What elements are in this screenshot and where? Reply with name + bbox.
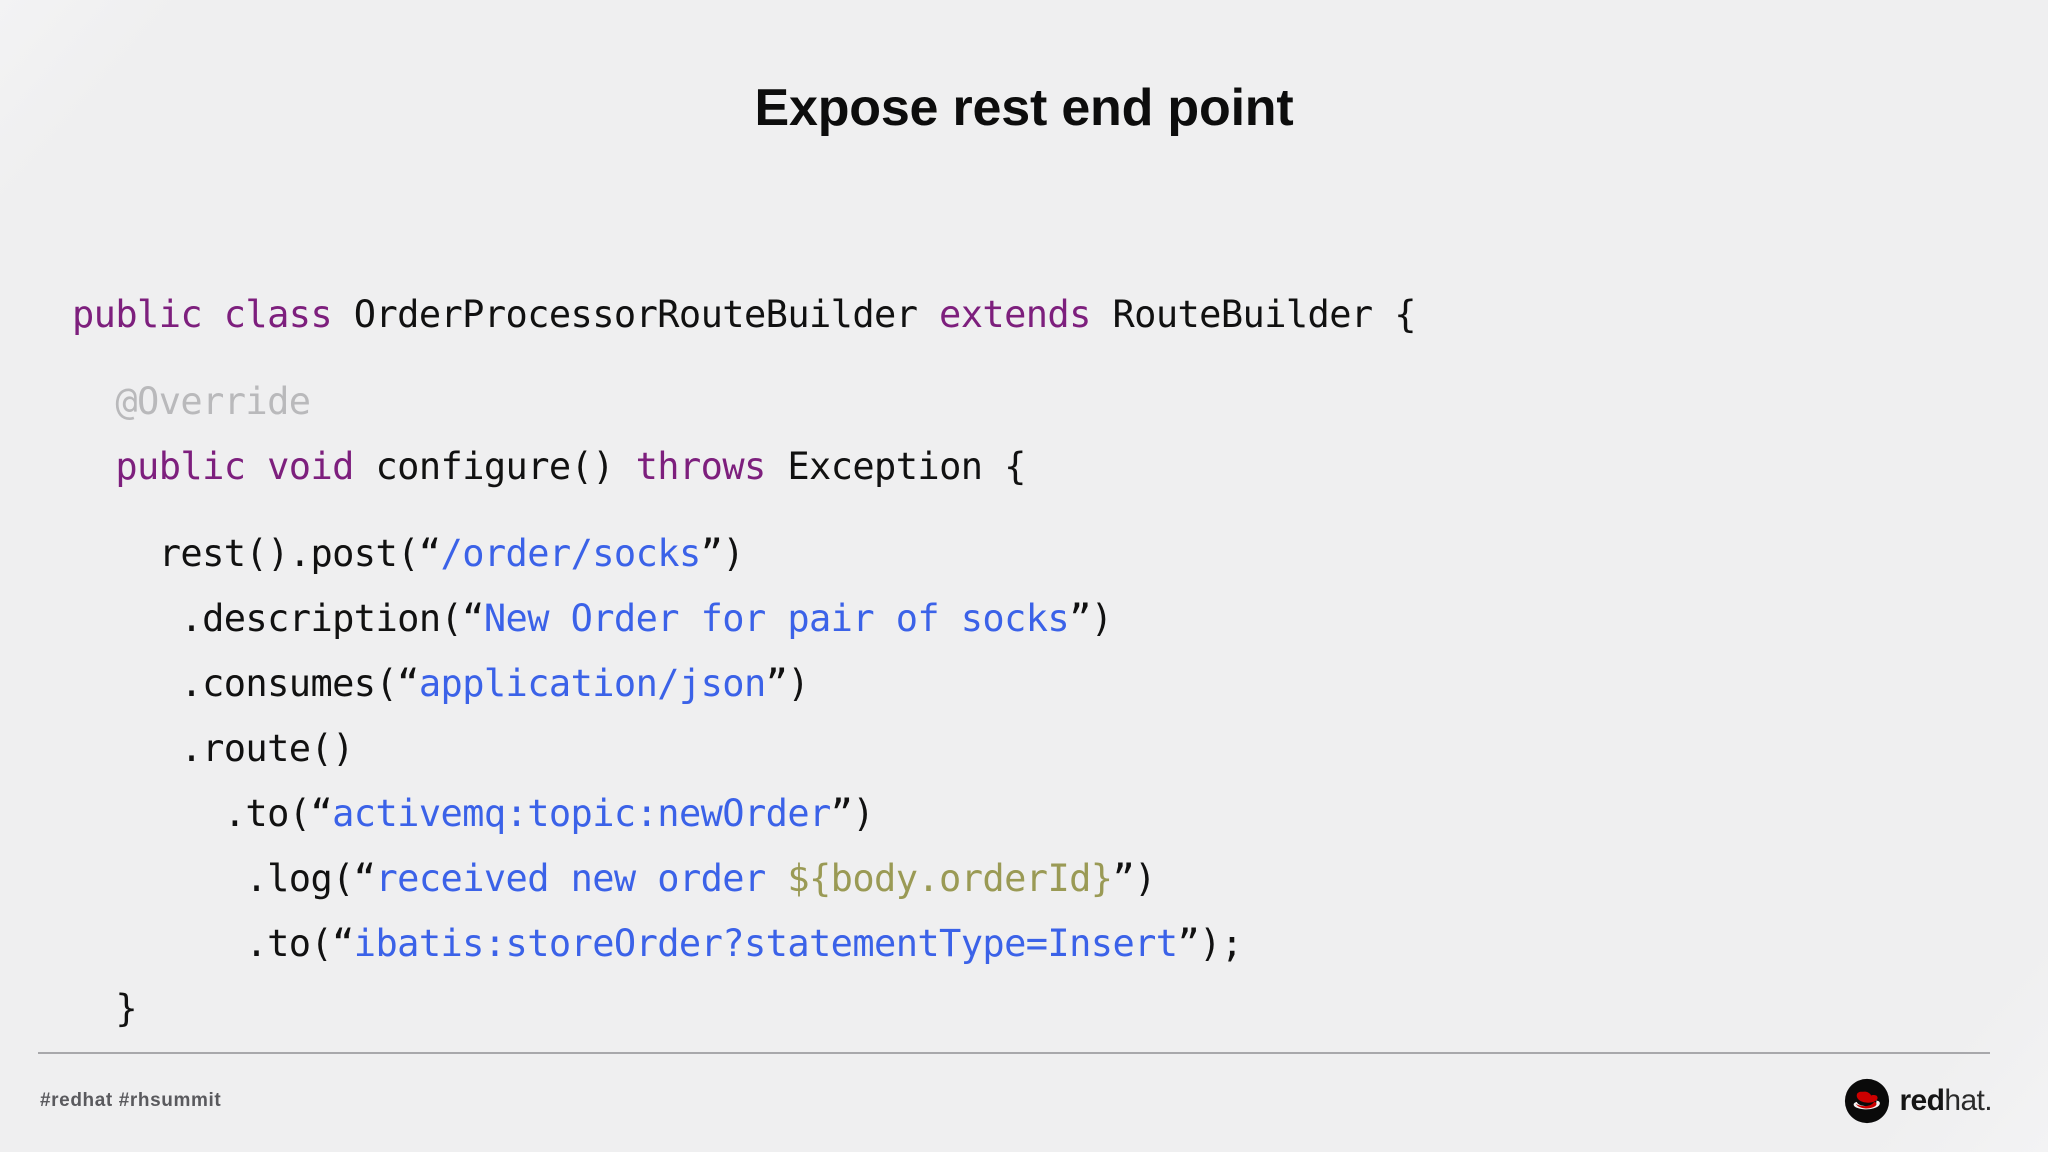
code-line: public class OrderProcessorRouteBuilder … — [72, 282, 1972, 347]
code-line: .consumes(“application/json”) — [72, 651, 1972, 716]
code-token-string: application/json — [418, 662, 766, 705]
code-token-string: /order/socks — [440, 532, 702, 575]
code-token-plain: ”); — [1177, 922, 1243, 965]
code-indent — [72, 380, 115, 423]
code-indent — [72, 532, 159, 575]
code-token-plain: OrderProcessorRouteBuilder — [353, 293, 940, 336]
code-token-plain: Exception { — [787, 445, 1026, 488]
code-token-plain: } — [115, 987, 138, 1030]
code-line: } — [72, 976, 1972, 1041]
code-token-string: received new order — [375, 857, 788, 900]
code-token-string: New Order for pair of socks — [483, 597, 1070, 640]
code-token-keyword: extends — [939, 293, 1113, 336]
code-line: @Override — [72, 369, 1972, 434]
code-indent — [72, 857, 202, 900]
code-indent — [72, 987, 115, 1030]
code-token-plain: .route() — [158, 727, 354, 770]
code-token-keyword: public void — [115, 445, 376, 488]
code-indent — [72, 445, 115, 488]
code-indent — [72, 792, 202, 835]
footer-hashtags: #redhat #rhsummit — [40, 1090, 222, 1111]
code-line: .description(“New Order for pair of sock… — [72, 586, 1972, 651]
code-token-plain: ”) — [700, 532, 745, 575]
page-title: Expose rest end point — [754, 79, 1294, 137]
code-token-plain: ”) — [765, 662, 810, 705]
code-token-plain: ”) — [1069, 597, 1113, 640]
code-line: .route() — [72, 716, 1972, 781]
code-token-plain: .to(“ — [202, 922, 354, 965]
code-block: public class OrderProcessorRouteBuilder … — [72, 282, 1972, 1041]
code-token-plain: configure() — [375, 445, 636, 488]
code-line: public void configure() throws Exception… — [72, 434, 1972, 499]
code-token-plain: ”) — [830, 792, 875, 835]
redhat-logo: redhat. — [1844, 1078, 1993, 1124]
redhat-wordmark-red: red — [1899, 1084, 1945, 1117]
code-token-plain: .log(“ — [202, 857, 376, 900]
code-token-string: ibatis:storeOrder?statementType=Insert — [353, 922, 1178, 965]
code-token-plain: RouteBuilder { — [1112, 293, 1416, 336]
redhat-shadowman-icon — [1844, 1078, 1890, 1124]
code-indent — [72, 922, 202, 965]
code-token-plain: .consumes(“ — [158, 662, 419, 705]
footer-divider — [38, 1052, 1990, 1054]
code-indent — [72, 597, 159, 640]
code-token-keyword: public class — [72, 293, 354, 336]
code-token-plain: .to(“ — [202, 792, 333, 835]
redhat-wordmark: redhat. — [1899, 1086, 1992, 1116]
code-token-string: activemq:topic:newOrder — [332, 792, 831, 835]
code-token-expression: ${body.orderId} — [787, 857, 1113, 900]
code-indent — [72, 662, 159, 705]
code-token-plain: rest().post(“ — [158, 532, 441, 575]
code-indent — [72, 727, 159, 770]
code-line: rest().post(“/order/socks”) — [72, 521, 1972, 586]
code-token-plain: ”) — [1112, 857, 1156, 900]
code-line: .log(“received new order ${body.orderId}… — [72, 846, 1972, 911]
code-token-keyword: throws — [635, 445, 788, 488]
redhat-wordmark-hat: hat. — [1944, 1084, 1992, 1117]
code-token-annotation: @Override — [115, 380, 311, 423]
code-line: .to(“ibatis:storeOrder?statementType=Ins… — [72, 911, 1972, 976]
code-token-plain: .description(“ — [158, 597, 484, 640]
code-line: .to(“activemq:topic:newOrder”) — [72, 781, 1972, 846]
